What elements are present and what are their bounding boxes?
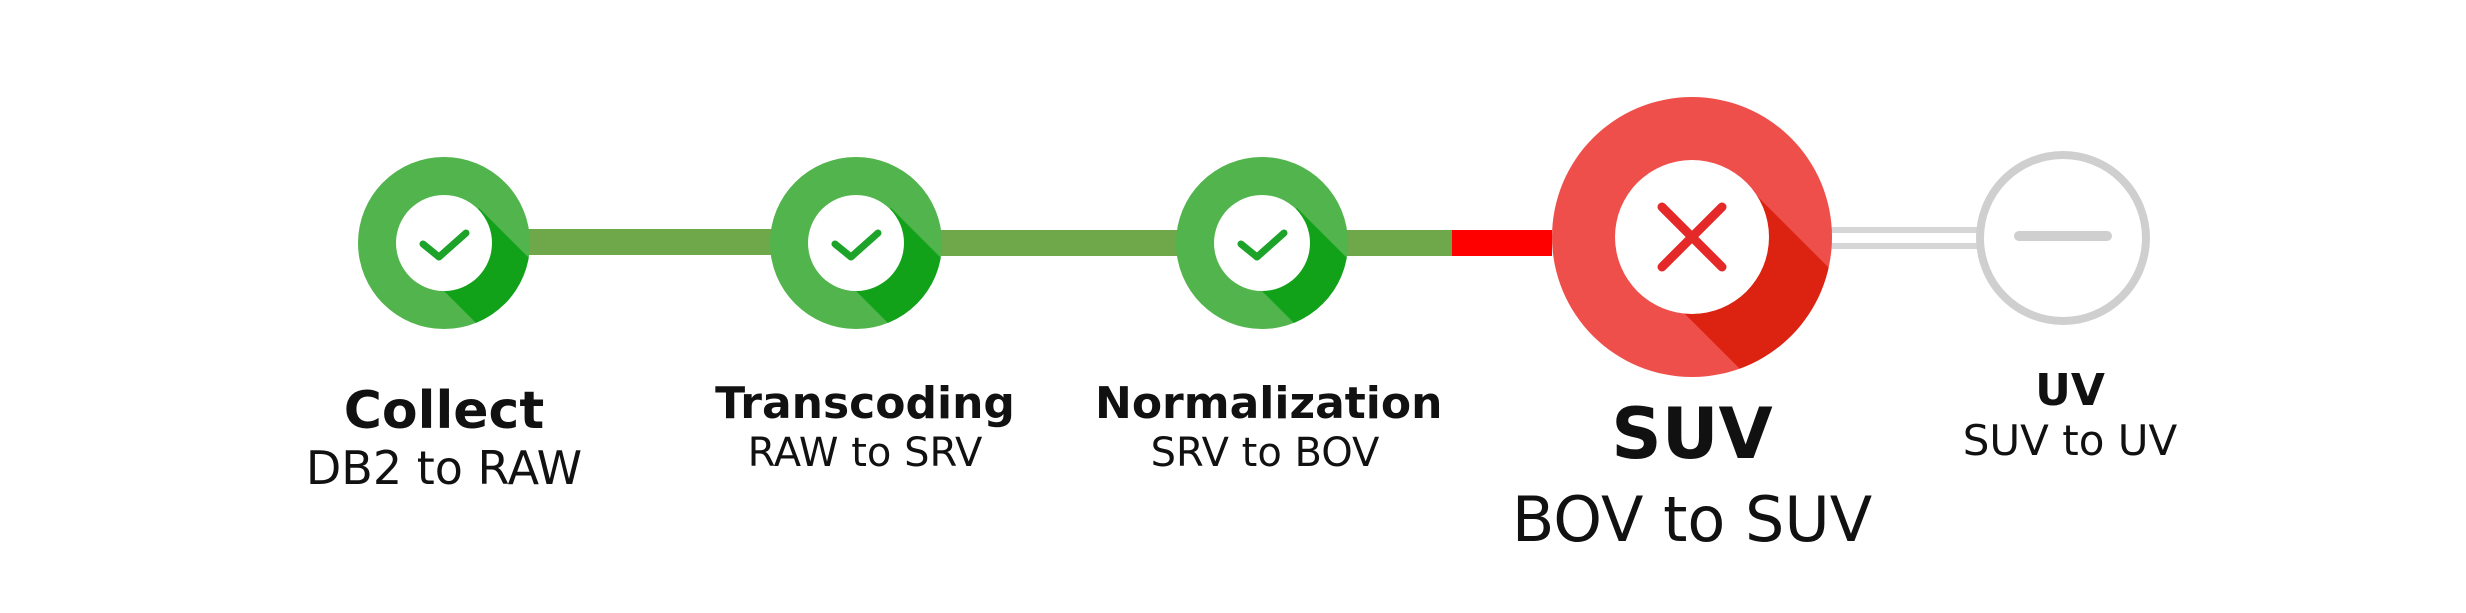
step-normalization-label: Normalization SRV to BOV bbox=[1095, 378, 1443, 476]
step-normalization-subtitle: SRV to BOV bbox=[1150, 429, 1380, 476]
step-suv-subtitle: BOV to SUV bbox=[1511, 482, 1873, 556]
step-collect-title: Collect bbox=[343, 381, 545, 441]
step-normalization-status-done-icon bbox=[1176, 157, 1348, 329]
step-suv-title: SUV bbox=[1611, 393, 1773, 475]
step-transcoding-status-done-icon bbox=[770, 157, 942, 329]
step-transcoding-label: Transcoding RAW to SRV bbox=[715, 378, 1015, 476]
connector-normalization-suv-failed-part bbox=[1452, 230, 1552, 256]
step-uv-label: UV SUV to UV bbox=[1920, 365, 2220, 465]
step-collect-subtitle: DB2 to RAW bbox=[305, 440, 583, 495]
connector-suv-uv bbox=[1830, 227, 1980, 249]
step-collect-status-done-icon bbox=[358, 157, 530, 329]
connector-normalization-suv-done-part bbox=[1346, 230, 1452, 256]
step-uv-status-pending-icon bbox=[1976, 151, 2150, 325]
connector-transcoding-normalization bbox=[940, 230, 1178, 256]
step-collect-label: Collect DB2 to RAW bbox=[294, 381, 594, 495]
step-uv-subtitle: SUV to UV bbox=[1962, 415, 2178, 465]
step-transcoding-title: Transcoding bbox=[715, 378, 1015, 429]
step-normalization-title: Normalization bbox=[1095, 378, 1443, 429]
connector-collect-transcoding bbox=[528, 229, 772, 255]
cross-icon bbox=[1657, 202, 1727, 272]
step-uv-title: UV bbox=[2035, 365, 2105, 416]
step-transcoding-subtitle: RAW to SRV bbox=[747, 429, 983, 476]
step-suv-label: SUV BOV to SUV bbox=[1482, 393, 1902, 556]
